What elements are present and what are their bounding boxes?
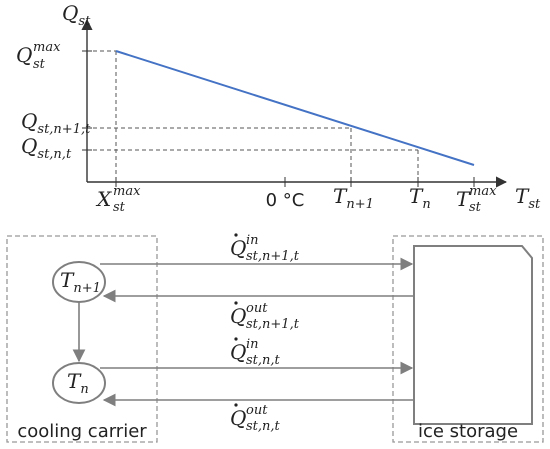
ice-storage-box <box>392 235 544 443</box>
x-axis-label: Tst <box>515 184 541 212</box>
cooling-carrier-label: cooling carrier <box>17 421 147 442</box>
x-tick-label-zero: 0 °C <box>266 190 305 211</box>
cooling-carrier-box <box>6 235 158 443</box>
ice-storage-label: ice storage <box>418 421 518 442</box>
node-tn-label: Tn <box>67 369 89 397</box>
x-tick-label-tn1: Tn+1 <box>333 184 374 212</box>
capacity-line <box>115 50 475 166</box>
node-tn1-label: Tn+1 <box>60 268 101 296</box>
x-tick-label-tn: Tn <box>409 184 431 212</box>
y-axis-label: Qst <box>62 1 91 29</box>
y-tick-label-qn1: Qst,n+1,t <box>21 109 91 137</box>
y-tick-label-qn: Qst,n,t <box>21 134 72 162</box>
node-tn <box>52 362 106 404</box>
ice-storage-tank <box>413 245 533 425</box>
